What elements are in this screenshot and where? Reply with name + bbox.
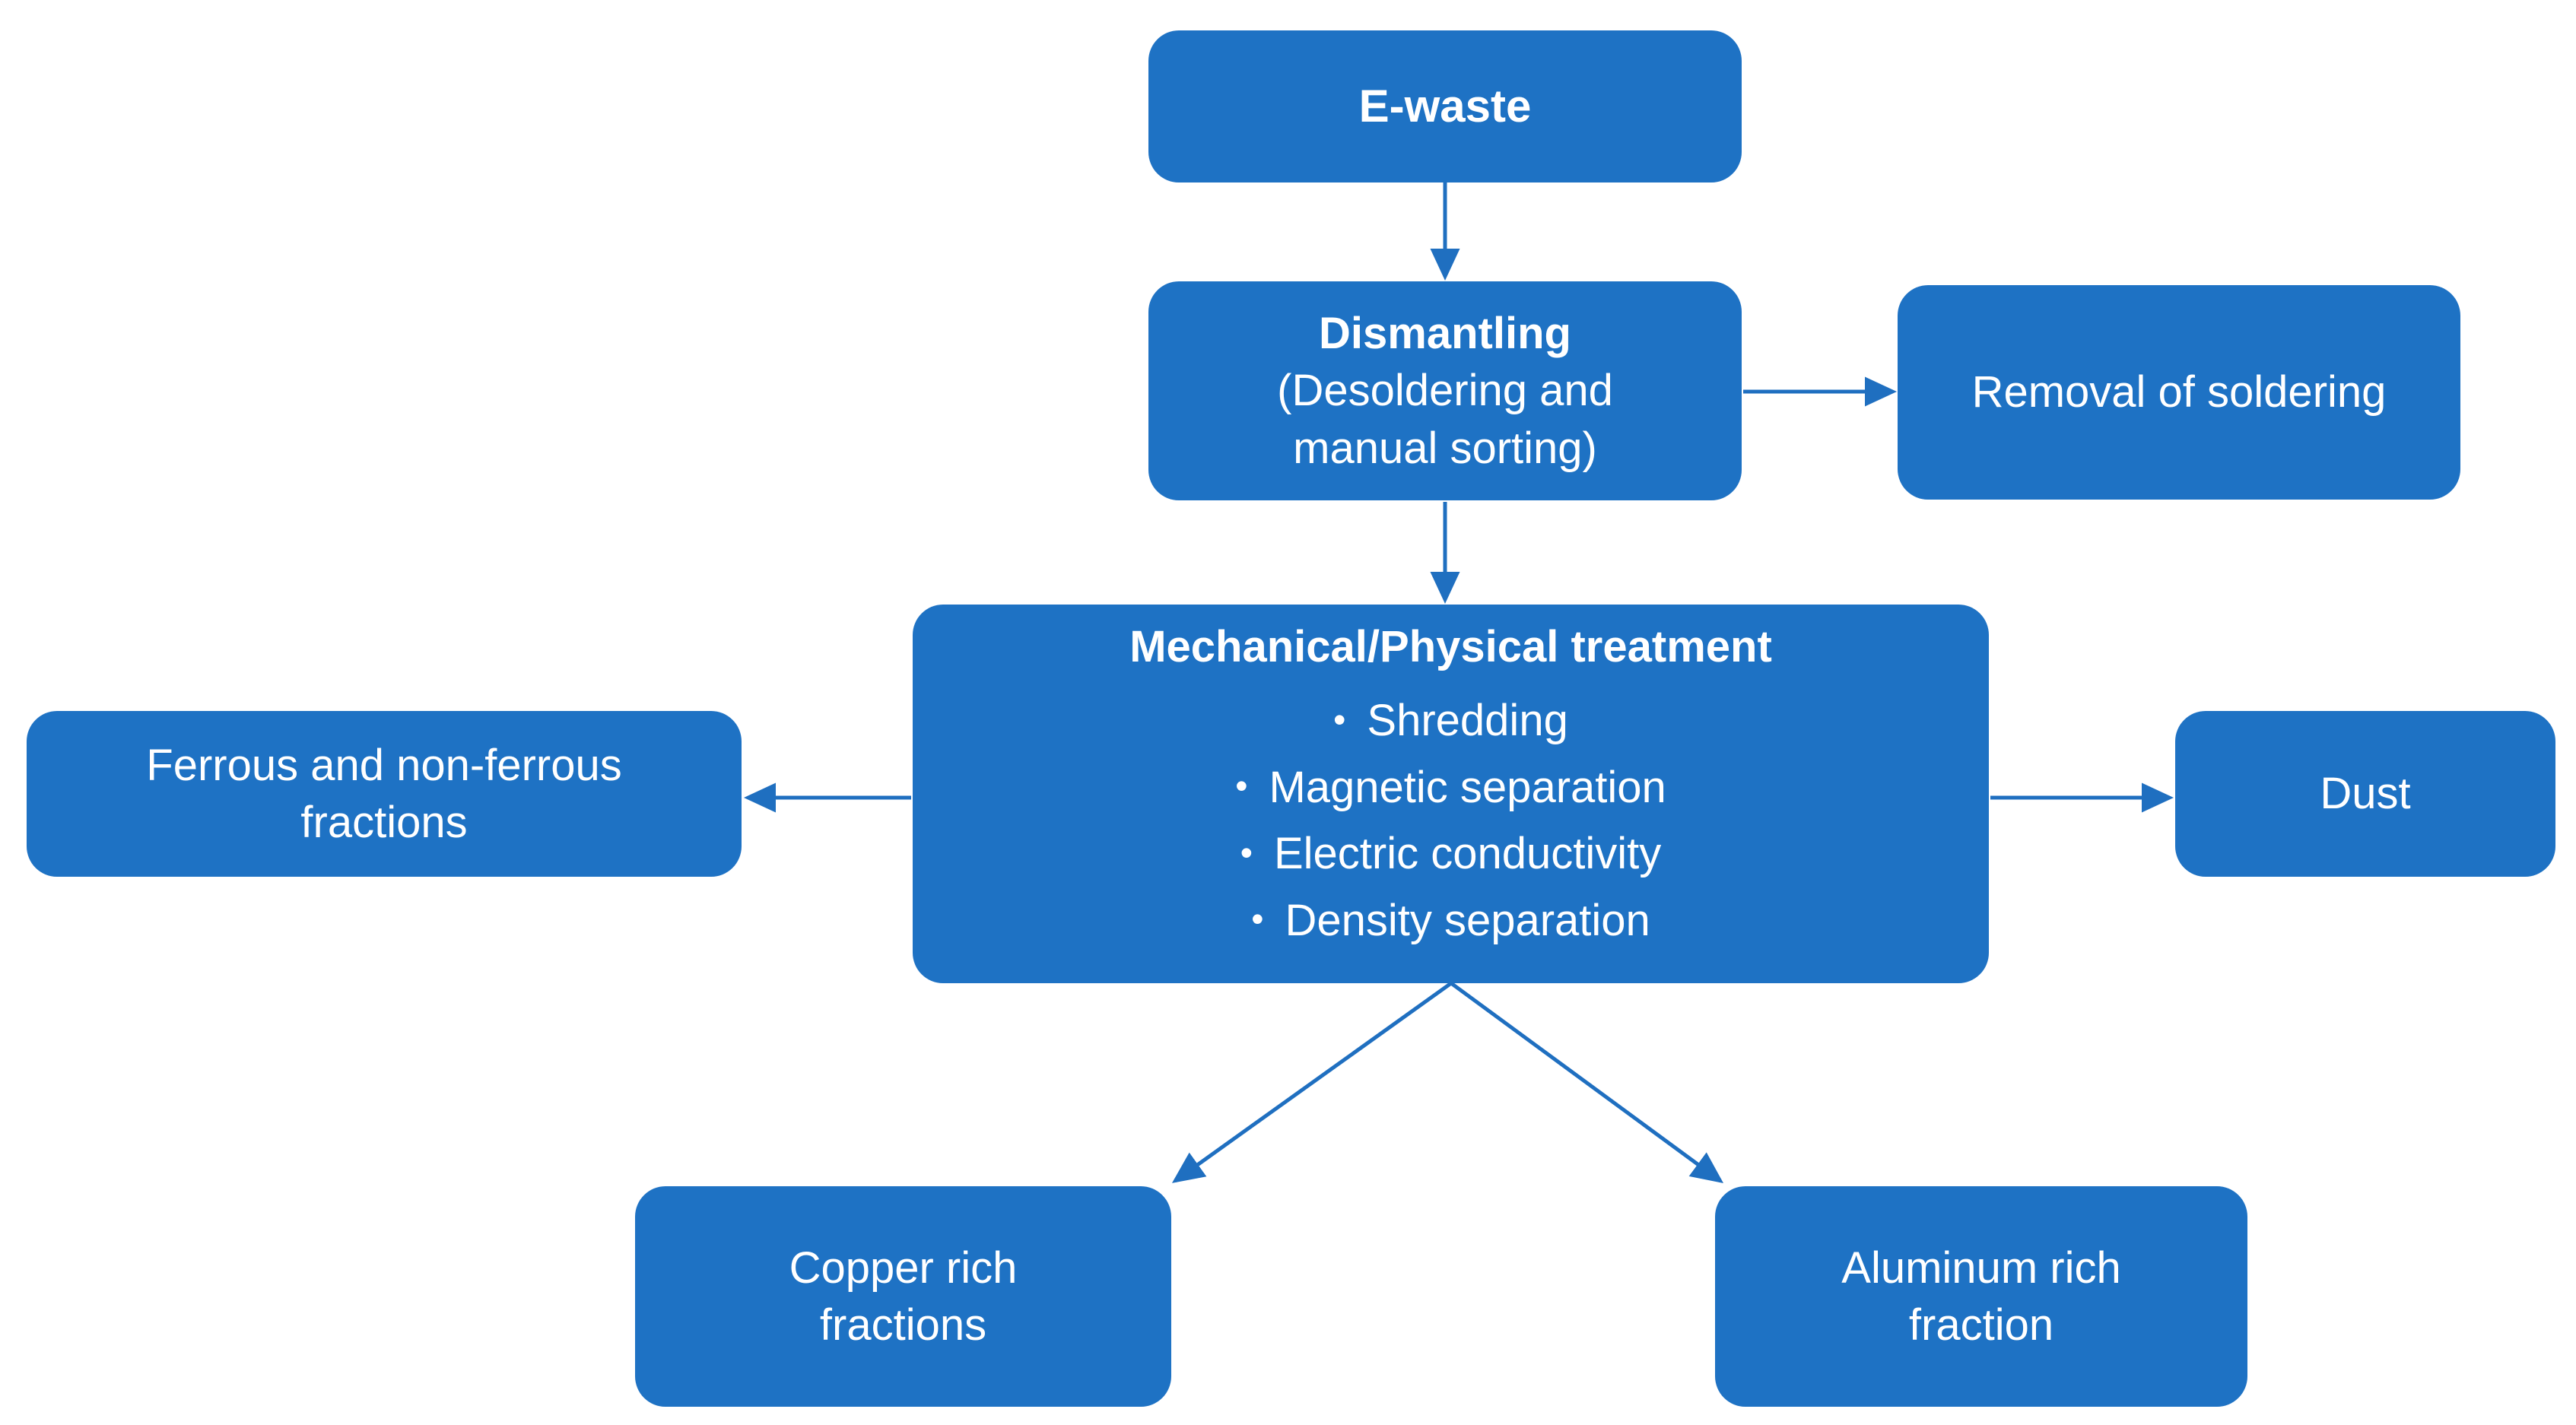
node-mechanical-title: Mechanical/Physical treatment: [1129, 622, 1772, 671]
node-ferrous-line1: Ferrous and non-ferrous: [146, 740, 622, 790]
list-item-label: Density separation: [1285, 895, 1650, 945]
node-aluminum-line2: fraction: [1908, 1300, 2054, 1350]
node-removal-of-soldering[interactable]: Removal of soldering: [1898, 285, 2460, 500]
node-dust-label: Dust: [2320, 769, 2411, 819]
bullet-icon: •: [1235, 766, 1248, 806]
list-item-label: Electric conductivity: [1273, 829, 1662, 879]
node-dismantling-line3: manual sorting): [1293, 423, 1597, 473]
bullet-icon: •: [1333, 699, 1346, 739]
bullet-icon: •: [1240, 832, 1253, 872]
node-dust[interactable]: Dust: [2175, 711, 2555, 877]
list-item: • Shredding: [928, 692, 1974, 749]
list-item: • Density separation: [928, 892, 1974, 949]
mechanical-bullet-list: •Shredding •Magnetic separation •Electri…: [928, 683, 1974, 949]
list-item-label: Shredding: [1367, 696, 1568, 746]
node-dismantling[interactable]: Dismantling (Desoldering and manual sort…: [1148, 281, 1742, 500]
connector-mechanical-to-copper: [1171, 981, 1453, 1183]
node-mechanical-physical-treatment[interactable]: Mechanical/Physical treatment • Shredding…: [913, 605, 1989, 983]
bullet-icon: •: [1251, 899, 1264, 938]
node-ferrous-line2: fractions: [300, 798, 468, 847]
node-aluminum-line1: Aluminum rich: [1841, 1243, 2121, 1293]
node-copper-rich-fractions[interactable]: Copper rich fractions: [635, 1186, 1171, 1407]
node-e-waste-label: E-waste: [1358, 81, 1532, 132]
node-ferrous-and-non-ferrous-fractions[interactable]: Ferrous and non-ferrous fractions: [27, 711, 742, 877]
node-removal-of-soldering-label: Removal of soldering: [1971, 367, 2387, 417]
list-item-label: Magnetic separation: [1269, 762, 1666, 812]
node-copper-line1: Copper rich: [789, 1243, 1018, 1293]
node-copper-line2: fractions: [819, 1300, 987, 1350]
list-item: • Electric conductivity: [928, 825, 1974, 882]
node-aluminum-rich-fraction[interactable]: Aluminum rich fraction: [1715, 1186, 2247, 1407]
node-dismantling-title: Dismantling: [1319, 308, 1571, 358]
list-item: • Magnetic separation: [928, 759, 1974, 816]
node-dismantling-line2: (Desoldering and: [1277, 366, 1613, 416]
node-e-waste[interactable]: E-waste: [1148, 30, 1742, 182]
connector-mechanical-to-aluminum: [1450, 981, 1724, 1183]
